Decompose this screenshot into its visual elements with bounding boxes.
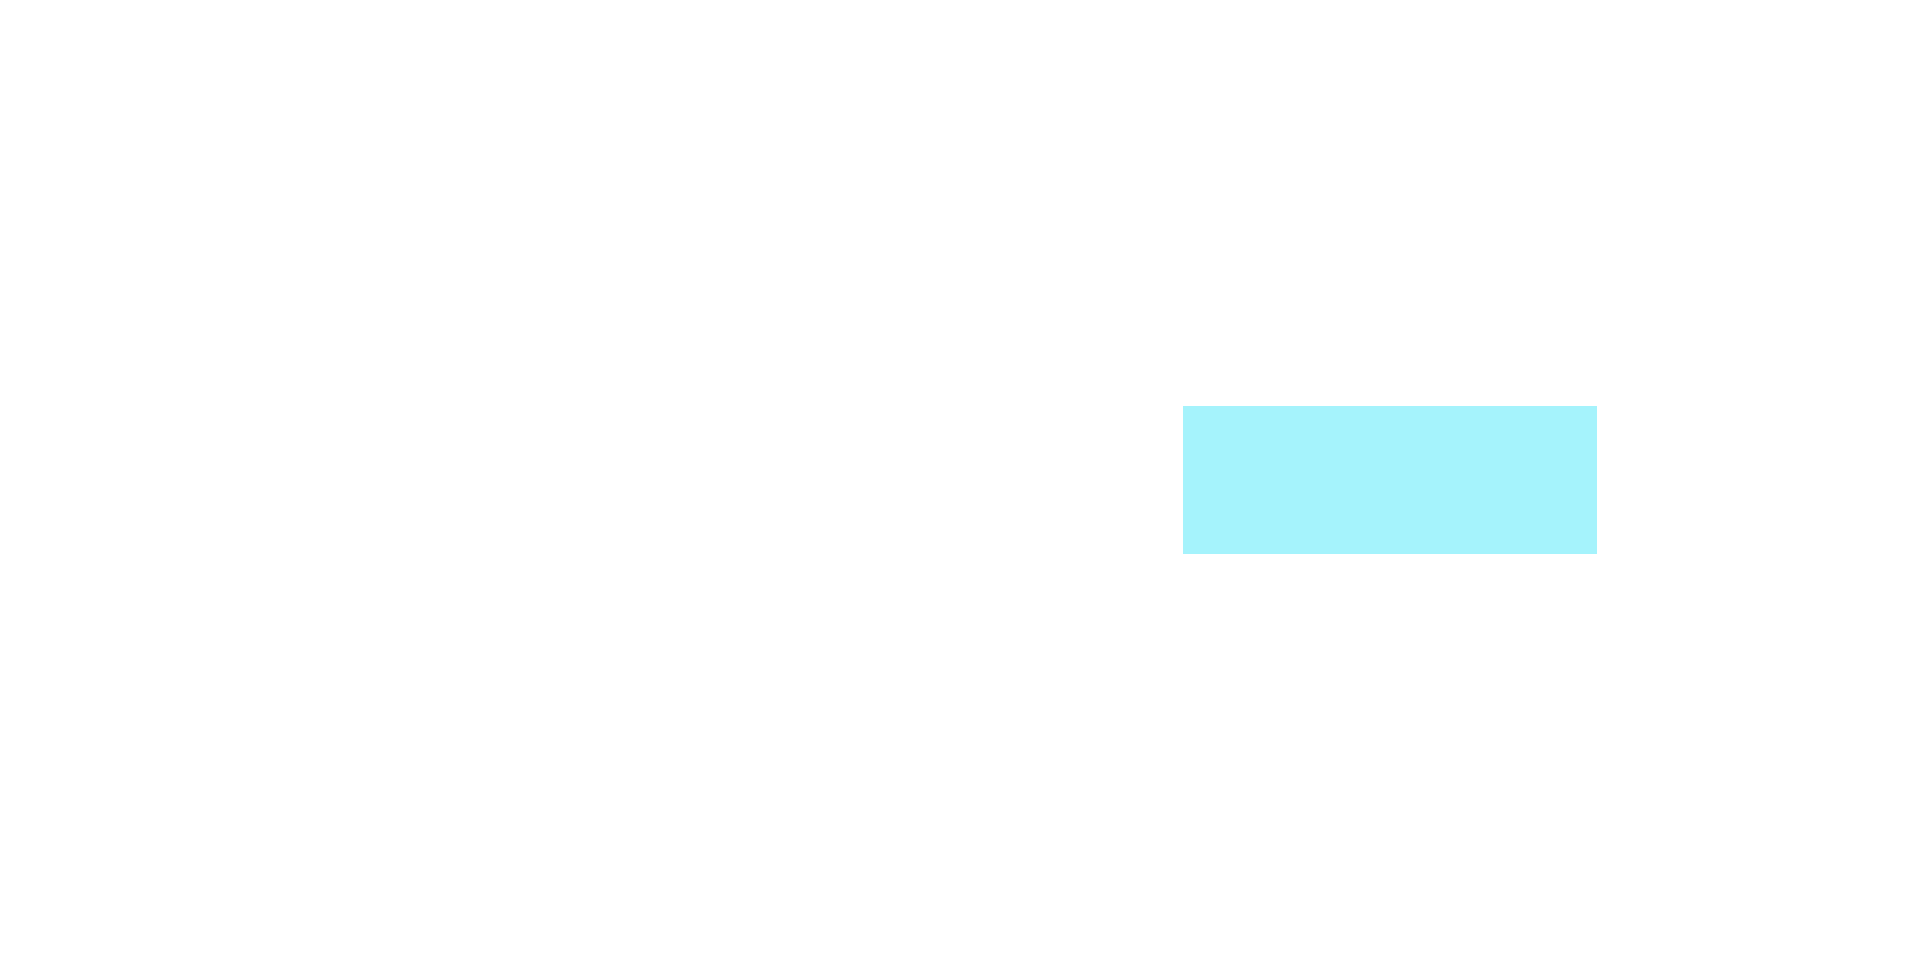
highlight-rectangle <box>1183 406 1597 554</box>
